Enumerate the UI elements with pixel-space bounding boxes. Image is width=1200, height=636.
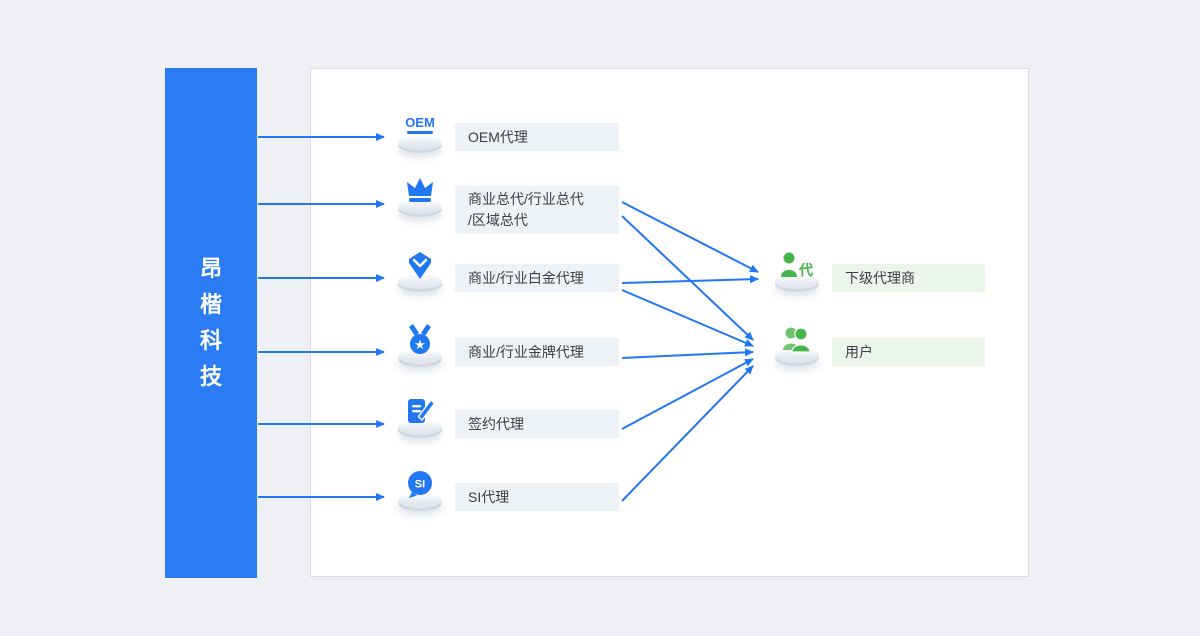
crown-icon	[405, 176, 435, 206]
label-line: 商业总代/行业总代	[468, 191, 584, 207]
brand-char: 楷	[199, 292, 222, 317]
label-contract: 签约代理	[455, 410, 619, 438]
medal-star-icon: ★	[405, 324, 435, 356]
users-icon	[779, 325, 815, 355]
label-line: /区域总代	[468, 212, 528, 228]
node-contract	[392, 397, 448, 435]
label-zongdai: 商业总代/行业总代 /区域总代	[455, 186, 619, 234]
label-user: 用户	[832, 338, 985, 366]
node-platinum	[392, 251, 448, 289]
svg-text:代: 代	[798, 262, 813, 278]
pedestal	[398, 420, 442, 435]
node-si: SI	[392, 470, 448, 508]
agent-person-icon: 代	[779, 251, 815, 281]
si-bubble-icon: SI	[405, 470, 435, 500]
brand-char: 技	[199, 364, 222, 389]
pedestal	[398, 274, 442, 289]
node-gold: ★	[392, 324, 448, 364]
node-sub-agent: 代	[769, 251, 825, 289]
gem-icon	[405, 251, 435, 281]
pedestal	[398, 199, 442, 214]
pedestal	[398, 135, 442, 150]
label-oem-agent: OEM代理	[455, 123, 619, 151]
brand-panel: 昂 楷 科 技	[165, 68, 257, 578]
brand-char: 科	[199, 328, 222, 353]
pedestal	[398, 493, 442, 508]
contract-pen-icon	[404, 397, 436, 427]
svg-text:★: ★	[414, 337, 426, 352]
pedestal	[398, 349, 442, 364]
oem-badge-icon: OEM	[400, 110, 440, 142]
svg-text:OEM: OEM	[405, 115, 435, 130]
label-gold: 商业/行业金牌代理	[455, 338, 619, 366]
node-zongdai	[392, 176, 448, 214]
label-sub-agent: 下级代理商	[832, 264, 985, 292]
svg-text:SI: SI	[415, 479, 425, 491]
brand-char: 昂	[199, 256, 222, 281]
node-user	[769, 325, 825, 363]
node-oem: OEM	[392, 110, 448, 150]
pedestal	[775, 274, 819, 289]
label-si: SI代理	[455, 483, 619, 511]
label-platinum: 商业/行业白金代理	[455, 264, 619, 292]
